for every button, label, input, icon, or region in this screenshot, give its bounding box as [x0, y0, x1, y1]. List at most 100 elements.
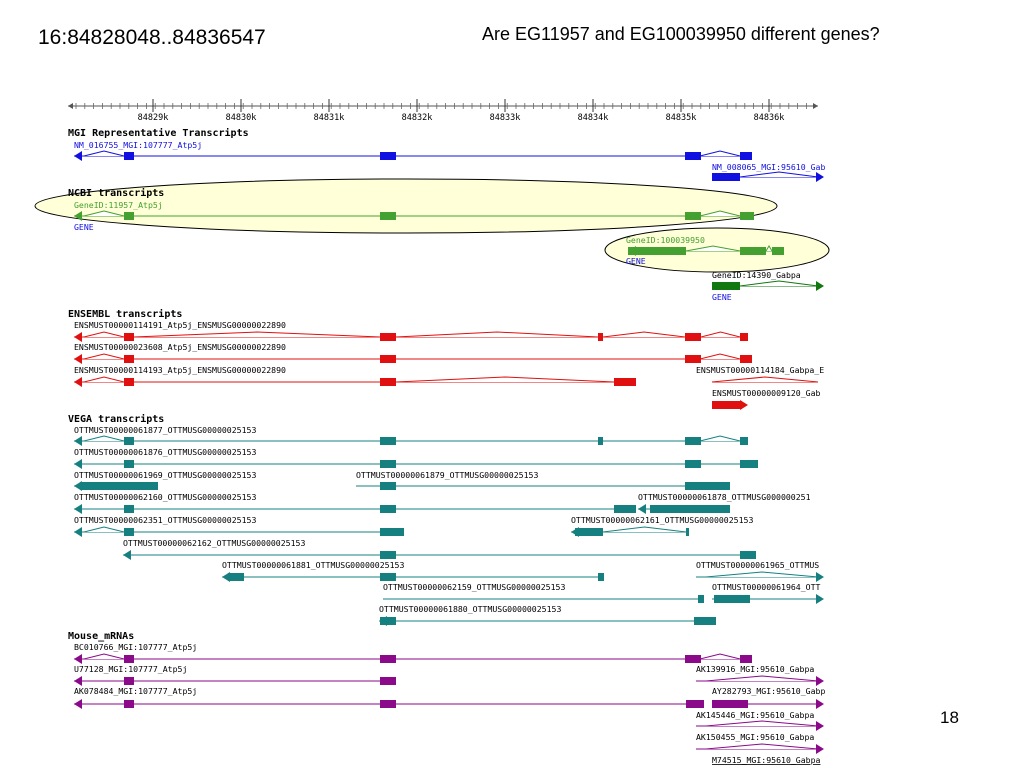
intron-kink — [602, 331, 686, 338]
intron-kink — [83, 376, 125, 383]
exon-block — [685, 437, 701, 445]
exon-block — [712, 173, 740, 181]
feature-label[interactable]: ENSMUST00000114184_Gabpa_E — [696, 365, 824, 375]
exon-block — [380, 655, 396, 663]
exon-block — [124, 212, 134, 220]
feature-label[interactable]: U77128_MGI:107777_Atp5j — [74, 664, 187, 674]
exon-block — [598, 437, 603, 445]
exon-block — [685, 355, 701, 363]
exon-block — [380, 212, 396, 220]
intron-kink — [83, 353, 125, 360]
strand-arrow-right — [816, 281, 824, 291]
intron-kink — [765, 245, 773, 252]
feature-label[interactable]: OTTMUST00000062160_OTTMUSG00000025153 — [74, 492, 256, 502]
feature-label[interactable]: OTTMUST00000061877_OTTMUSG00000025153 — [74, 425, 256, 435]
exon-block — [124, 355, 134, 363]
exon-block — [380, 528, 404, 536]
feature-label[interactable]: NM_016755_MGI:107777_Atp5j — [74, 140, 202, 150]
exon-block — [685, 460, 701, 468]
track-title-ncbi: NCBI transcripts — [68, 187, 164, 199]
strand-arrow-left — [74, 654, 82, 664]
feature-label[interactable]: OTTMUST00000061879_OTTMUSG00000025153 — [356, 470, 538, 480]
exon-block — [380, 333, 396, 341]
feature-label[interactable]: M74515_MGI:95610_Gabpa — [712, 755, 821, 765]
exon-block — [685, 333, 701, 341]
strand-arrow-left — [74, 481, 82, 491]
exon-block — [380, 573, 396, 581]
strand-arrow-right — [816, 594, 824, 604]
intron-kink — [699, 353, 741, 360]
strand-arrow-left — [379, 616, 387, 626]
exon-block — [380, 677, 396, 685]
exon-block — [380, 437, 396, 445]
exon-block — [228, 573, 244, 581]
exon-block — [380, 617, 396, 625]
exon-block — [124, 152, 134, 160]
feature-label[interactable]: AK145446_MGI:95610_Gabpa — [696, 710, 814, 720]
exon-block — [598, 333, 603, 341]
ruler-tick-label: 84829k — [138, 113, 169, 123]
exon-block — [685, 212, 701, 220]
feature-label[interactable]: OTTMUST00000061965_OTTMUS — [696, 560, 819, 570]
feature-label[interactable]: GeneID:11957_Atp5j — [74, 200, 163, 210]
exon-block — [124, 677, 134, 685]
exon-block — [124, 437, 134, 445]
strand-arrow-left — [74, 527, 82, 537]
feature-label[interactable]: OTTMUST00000061964_OTT — [712, 582, 821, 592]
feature-label[interactable]: OTTMUST00000061881_OTTMUSG00000025153 — [222, 560, 404, 570]
strand-arrow-left — [74, 377, 82, 387]
strand-arrow-left — [74, 699, 82, 709]
exon-block — [124, 378, 134, 386]
feature-label[interactable]: BC010766_MGI:107777_Atp5j — [74, 642, 197, 652]
feature-label[interactable]: OTTMUST00000061876_OTTMUSG00000025153 — [74, 447, 256, 457]
ruler-tick-label: 84834k — [578, 113, 609, 123]
strand-arrow-left — [222, 572, 230, 582]
feature-label[interactable]: ENSMUST00000009120_Gab — [712, 388, 821, 398]
feature-label[interactable]: ENSMUST00000114193_Atp5j_ENSMUSG00000022… — [74, 365, 286, 375]
track-title-mgi: MGI Representative Transcripts — [68, 127, 249, 139]
strand-arrow-left — [74, 436, 82, 446]
track-title-mrna: Mouse_mRNAs — [68, 631, 134, 642]
intron-kink — [83, 435, 125, 442]
gene-label: GENE — [626, 256, 646, 266]
feature-label[interactable]: OTTMUST00000062159_OTTMUSG00000025153 — [383, 582, 565, 592]
feature-label[interactable]: AK078484_MGI:107777_Atp5j — [74, 686, 197, 696]
exon-block — [740, 333, 748, 341]
feature-label[interactable]: OTTMUST00000061969_OTTMUSG00000025153 — [74, 470, 256, 480]
feature-label[interactable]: OTTMUST00000062161_OTTMUSG00000025153 — [571, 515, 753, 525]
intron-kink — [705, 571, 819, 578]
exon-block — [685, 482, 730, 490]
strand-arrow-right — [816, 676, 824, 686]
exon-block — [685, 655, 701, 663]
ruler-arrow-right — [813, 103, 818, 109]
exon-block — [380, 355, 396, 363]
feature-label[interactable]: GeneID:100039950 — [626, 235, 705, 245]
strand-arrow-left — [74, 211, 82, 221]
exon-block — [694, 617, 716, 625]
ruler-tick-label: 84833k — [490, 113, 521, 123]
feature-label[interactable]: AK150455_MGI:95610_Gabpa — [696, 732, 814, 742]
feature-label[interactable]: AK139916_MGI:95610_Gabpa — [696, 664, 814, 674]
strand-arrow-left — [74, 459, 82, 469]
feature-label[interactable]: NM_008065_MGI:95610_Gab — [712, 162, 825, 172]
exon-block — [124, 505, 134, 513]
feature-label[interactable]: AY282793_MGI:95610_Gabp — [712, 686, 825, 696]
strand-arrow-left — [74, 354, 82, 364]
exon-block — [575, 528, 603, 536]
intron-kink — [705, 720, 819, 727]
exon-block — [740, 551, 756, 559]
feature-label[interactable]: OTTMUST00000061880_OTTMUSG00000025153 — [379, 604, 561, 614]
intron-kink — [602, 526, 687, 533]
feature-label[interactable]: OTTMUST00000061878_OTTMUSG000000251 — [638, 492, 811, 502]
intron-kink — [83, 526, 125, 533]
feature-label[interactable]: ENSMUST00000114191_Atp5j_ENSMUSG00000022… — [74, 320, 286, 330]
exon-block — [714, 595, 750, 603]
slide-question: Are EG11957 and EG100039950 different ge… — [482, 24, 880, 44]
exon-block — [598, 573, 604, 581]
intron-kink — [705, 675, 819, 682]
exon-block — [124, 460, 134, 468]
feature-label[interactable]: GeneID:14390_Gabpa — [712, 270, 801, 280]
feature-label[interactable]: OTTMUST00000062351_OTTMUSG00000025153 — [74, 515, 256, 525]
feature-label[interactable]: ENSMUST00000023608_Atp5j_ENSMUSG00000022… — [74, 342, 286, 352]
feature-label[interactable]: OTTMUST00000062162_OTTMUSG00000025153 — [123, 538, 305, 548]
